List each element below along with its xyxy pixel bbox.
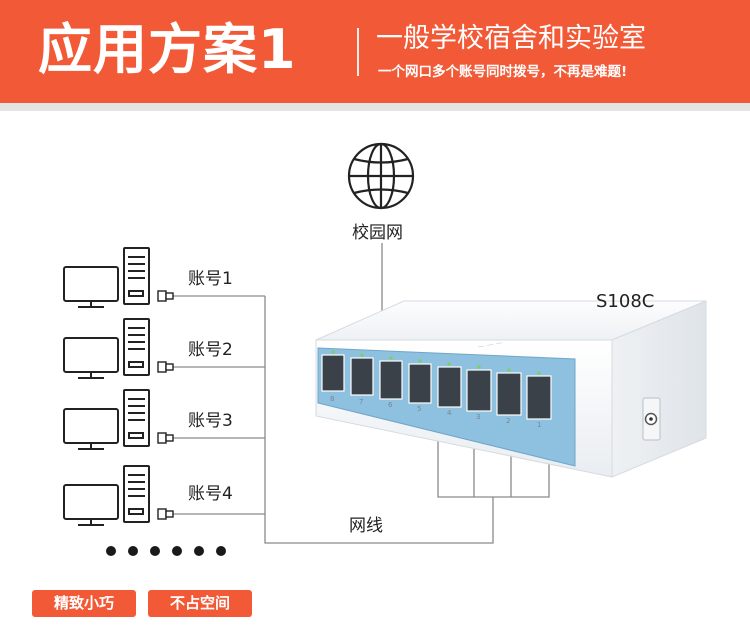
power-jack-icon [642,397,661,441]
header-shadow-bar [0,103,750,111]
account-label-1: 账号1 [188,269,233,289]
computer-icon-3 [63,389,150,450]
feature-badge-space-saving: 不占空间 [148,590,252,617]
computer-icon-4 [63,465,150,526]
switch-model-label: S108C [596,291,655,312]
cable-label: 网线 [349,516,383,536]
account-label-3: 账号3 [188,411,233,431]
ethernet-plug-icon-1 [157,290,174,302]
network-diagram: — — — 8 7 6 5 4 3 2 1 [63,142,707,556]
header-banner: 应用方案1 一般学校宿舍和实验室 一个网口多个账号同时拨号，不再是难题! [0,0,750,103]
port-leds [331,350,541,375]
ethernet-plug-icon-2 [157,361,174,373]
port-number: 6 [388,401,393,409]
account-label-4: 账号4 [188,484,233,504]
port-number: 2 [506,417,510,425]
port-number: 8 [330,395,334,403]
port-number: 3 [476,413,480,421]
page-subtitle: 一般学校宿舍和实验室 [376,23,646,54]
header-divider [357,28,359,76]
port-number: 4 [447,409,452,417]
switch-device: — — — [315,300,707,478]
port-number-labels: 8 7 6 5 4 3 2 1 [330,395,541,429]
computer-icons [63,247,150,526]
account-label-2: 账号2 [188,340,233,360]
ethernet-plug-icons [157,290,174,520]
more-dots-icon [106,546,226,556]
port-number: 7 [359,398,363,406]
ethernet-plug-icon-4 [157,508,174,520]
switch-ports [321,354,552,420]
port-number: 5 [417,405,421,413]
feature-badge-compact: 精致小巧 [32,590,136,617]
ethernet-plug-icon-3 [157,432,174,444]
page-title: 应用方案1 [38,18,297,81]
port-number: 1 [537,421,541,429]
computer-icon-2 [63,318,150,379]
campus-network-label: 校园网 [352,223,403,243]
page-tagline: 一个网口多个账号同时拨号，不再是难题! [378,64,628,80]
computer-icon-1 [63,247,150,308]
globe-icon [347,142,415,210]
